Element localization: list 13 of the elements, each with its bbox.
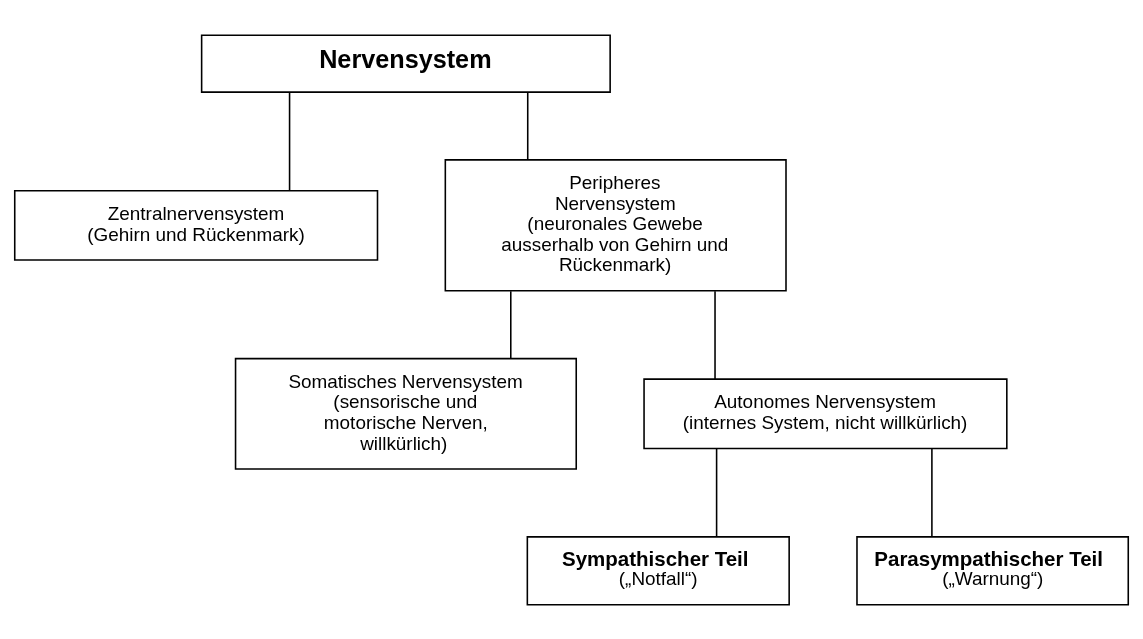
- connector: [526, 91, 529, 161]
- node-box: Parasympathischer Teil („Warnung“): [856, 535, 1130, 605]
- connector: [715, 447, 718, 537]
- connector: [288, 91, 291, 191]
- node-box: Sympathischer Teil („Notfall“): [526, 535, 790, 605]
- node-box: Autonomes Nervensystem (internes System, nicht willkürlich): [643, 377, 1008, 449]
- connector: [510, 290, 512, 359]
- node-box: Somatisches Nervensystem (sensorische und motorische Nerven, willkürlich): [234, 357, 577, 470]
- node-box: Nervensystem: [200, 34, 611, 93]
- node-box: Zentralnervensystem (Gehirn und Rückenmark): [13, 189, 379, 261]
- node-box: Peripheres Nervensystem (neuronales Gewebe ausserhalb von Gehirn und Rückenmark): [444, 158, 787, 292]
- connector: [714, 290, 716, 380]
- connector: [931, 447, 933, 537]
